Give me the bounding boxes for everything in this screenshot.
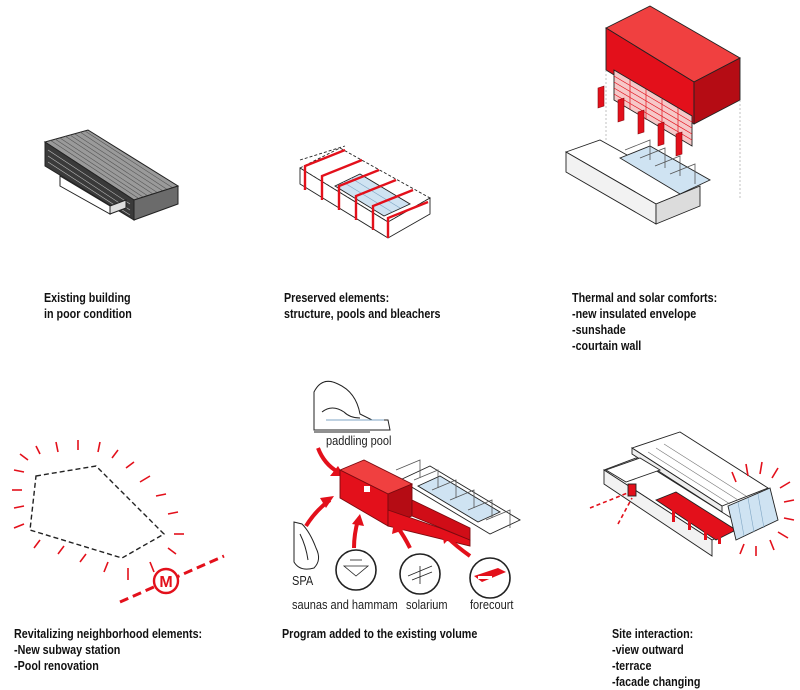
forecourt-icon [474,568,506,582]
label-saunas: saunas and hammam [292,598,398,612]
solarium-icon [407,565,433,584]
caption-revitalizing: Revitalizing neighborhood elements: -New… [14,626,202,674]
caption-existing: Existing building in poor condition [44,290,132,322]
caption-thermal-line-1: Thermal and solar comforts: [572,291,718,305]
caption-site-line-3: -terrace [612,659,652,673]
caption-preserved: Preserved elements: structure, pools and… [284,290,441,322]
paddling-pool-sketch [313,380,391,431]
caption-preserved-line-2: structure, pools and bleachers [284,307,441,321]
caption-site: Site interaction: -view outward -terrace… [612,626,700,690]
label-paddling-pool: paddling pool [326,434,392,448]
label-spa: SPA [292,574,314,588]
caption-preserved-line-1: Preserved elements: [284,291,390,305]
metro-icon: M [159,574,172,591]
caption-thermal-line-4: -courtain wall [572,339,642,353]
caption-thermal: Thermal and solar comforts: -new insulat… [572,290,717,354]
spa-sketch [293,521,320,570]
label-forecourt: forecourt [470,598,514,612]
caption-site-line-2: -view outward [612,643,684,657]
caption-revitalizing-line-1: Revitalizing neighborhood elements: [14,627,203,641]
caption-revitalizing-line-2: -New subway station [14,643,121,657]
caption-existing-line-1: Existing building [44,291,131,305]
caption-program-line-1: Program added to the existing volume [282,627,478,641]
caption-program: Program added to the existing volume [282,626,477,642]
sauna-icon [342,559,370,577]
caption-site-line-4: -facade changing [612,675,701,689]
label-solarium: solarium [406,598,448,612]
caption-existing-line-2: in poor condition [44,307,132,321]
caption-thermal-line-2: -new insulated envelope [572,307,697,321]
caption-site-line-1: Site interaction: [612,627,694,641]
caption-revitalizing-line-3: -Pool renovation [14,659,99,673]
caption-thermal-line-3: -sunshade [572,323,626,337]
